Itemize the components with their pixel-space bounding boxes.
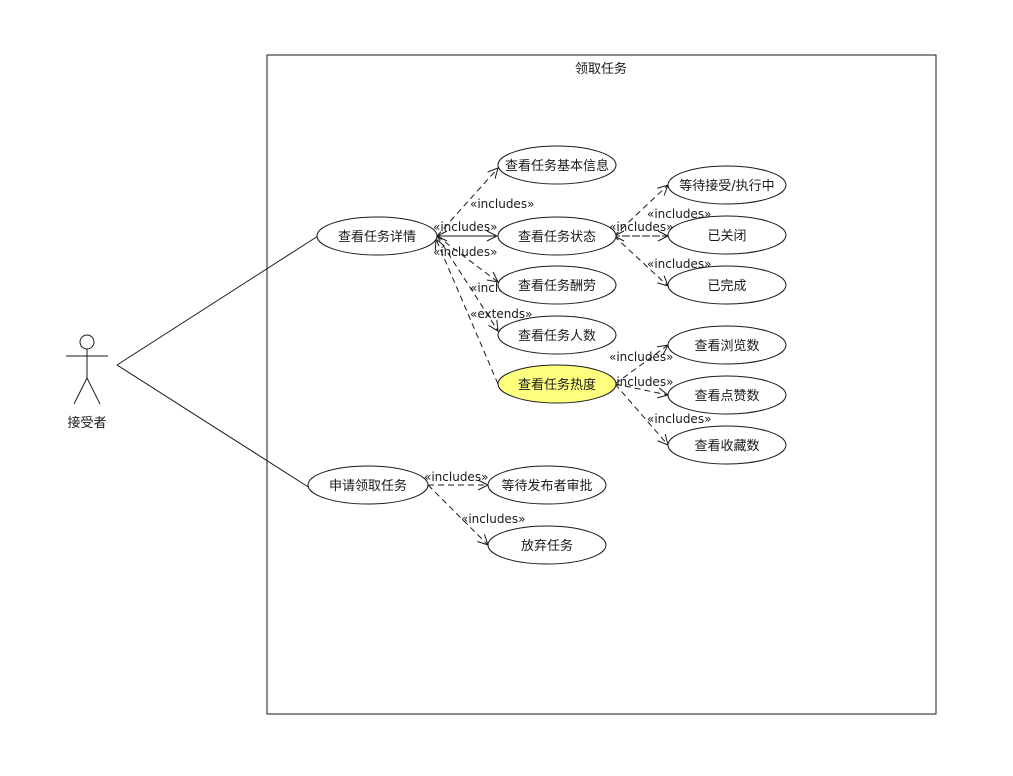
label-includes-favs: «includes» — [647, 412, 711, 426]
actor-receiver[interactable]: 接受者 — [66, 334, 108, 431]
use-case-task-reward[interactable]: 查看任务酬劳 — [497, 265, 617, 305]
dep-heat-likes — [614, 383, 668, 395]
actor-right-leg — [86, 377, 101, 405]
use-case-label: 等待发布者审批 — [501, 478, 592, 494]
use-case-label: 查看任务酬劳 — [518, 278, 596, 294]
use-case-task-heat[interactable]: 查看任务热度 — [497, 364, 617, 404]
label-includes-reward: «includes» — [433, 245, 497, 259]
dep-heat-favs — [614, 383, 668, 445]
use-case-apply-task[interactable]: 申请领取任务 — [307, 465, 429, 505]
label-includes-basic: «includes» — [470, 197, 534, 211]
use-case-label: 申请领取任务 — [329, 478, 407, 494]
use-case-label: 放弃任务 — [521, 538, 573, 554]
label-includes-likes: «includes» — [609, 375, 673, 389]
use-case-label: 查看点赞数 — [694, 388, 759, 404]
use-case-label: 已关闭 — [707, 229, 746, 244]
use-case-waiting-executing[interactable]: 等待接受/执行中 — [667, 165, 787, 205]
dep-heat-views — [614, 345, 668, 385]
system-boundary — [266, 54, 937, 715]
association-apply-task — [116, 364, 314, 491]
use-case-label: 查看任务状态 — [518, 229, 596, 245]
label-includes-closed: «includes» — [609, 220, 673, 234]
use-case-label: 查看任务详情 — [338, 229, 416, 245]
use-case-label: 查看浏览数 — [694, 338, 759, 354]
label-includes-status: «includes» — [433, 220, 497, 234]
dep-details-reward — [436, 235, 498, 282]
use-case-closed[interactable]: 已关闭 — [667, 215, 787, 255]
use-case-view-details[interactable]: 查看任务详情 — [316, 216, 438, 256]
use-case-task-people[interactable]: 查看任务人数 — [497, 315, 617, 355]
use-case-label: 查看任务基本信息 — [505, 158, 609, 174]
dep-heat-details — [436, 239, 499, 385]
use-case-label: 查看任务人数 — [518, 328, 596, 344]
use-case-like-count[interactable]: 查看点赞数 — [667, 375, 787, 415]
association-view-details — [116, 235, 319, 366]
label-includes-approval: «includes» — [424, 470, 488, 484]
use-case-label: 查看收藏数 — [694, 438, 759, 454]
label-extends-heat: «extends» — [470, 307, 533, 321]
use-case-task-status[interactable]: 查看任务状态 — [497, 216, 617, 256]
dep-details-basic — [436, 168, 498, 237]
use-case-abandon[interactable]: 放弃任务 — [487, 525, 607, 565]
dep-details-people — [436, 235, 498, 331]
dep-status-completed — [613, 235, 668, 286]
actor-left-leg — [73, 377, 88, 405]
label-includes-abandon: «includes» — [461, 512, 525, 526]
dep-apply-abandon — [427, 484, 488, 545]
use-case-view-count[interactable]: 查看浏览数 — [667, 325, 787, 365]
label-includes-waiting: «includes» — [647, 207, 711, 221]
use-case-label: 已完成 — [707, 279, 746, 294]
use-case-fav-count[interactable]: 查看收藏数 — [667, 425, 787, 465]
label-includes-views: «includes» — [609, 350, 673, 364]
use-case-label: 查看任务热度 — [518, 377, 596, 393]
actor-head — [79, 334, 95, 350]
label-includes-completed: «includes» — [647, 257, 711, 271]
dep-status-waiting — [613, 185, 668, 237]
boundary-title: 领取任务 — [575, 61, 627, 77]
use-case-basic-info[interactable]: 查看任务基本信息 — [497, 145, 617, 185]
actor-label: 接受者 — [67, 415, 106, 431]
use-case-label: 等待接受/执行中 — [679, 178, 774, 194]
use-case-completed[interactable]: 已完成 — [667, 265, 787, 305]
use-case-wait-approval[interactable]: 等待发布者审批 — [487, 465, 607, 505]
